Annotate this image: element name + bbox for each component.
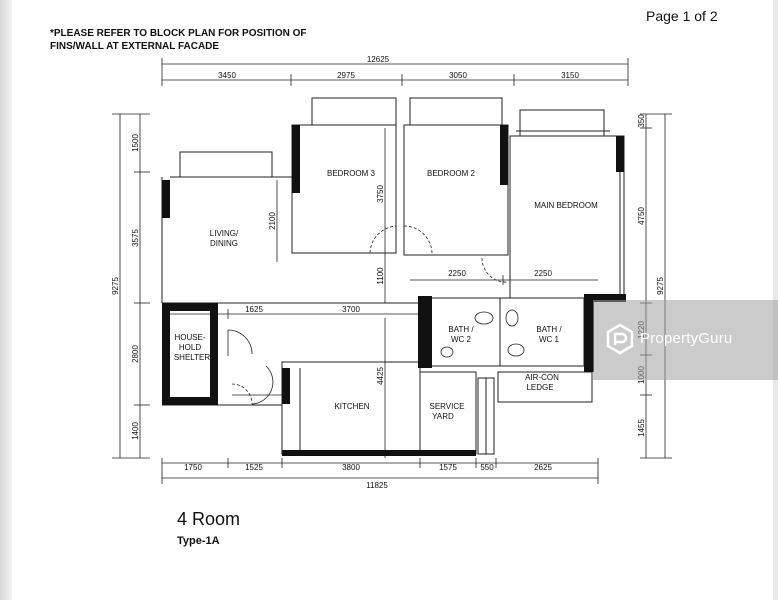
label-main-bedroom: MAIN BEDROOM bbox=[534, 201, 598, 210]
label-bedroom3: BEDROOM 3 bbox=[327, 169, 376, 178]
dim-bottom-3: 3800 bbox=[342, 463, 360, 472]
structural-walls bbox=[162, 125, 626, 456]
label-aircon-line2: LEDGE bbox=[526, 383, 553, 392]
label-service-line2: YARD bbox=[432, 412, 454, 421]
door-swings bbox=[231, 225, 509, 405]
dim-bottom-5: 550 bbox=[480, 463, 494, 472]
dim-top-4: 3150 bbox=[561, 71, 579, 80]
label-bath2-line2: WC 2 bbox=[451, 335, 472, 344]
label-shelter-line3: SHELTER bbox=[174, 353, 211, 362]
dimension-lines bbox=[112, 58, 672, 484]
dim-top-3: 3050 bbox=[449, 71, 467, 80]
dim-right-5: 1455 bbox=[637, 419, 646, 437]
dim-left-4: 1400 bbox=[131, 422, 140, 440]
label-shelter-line2: HOLD bbox=[179, 343, 201, 352]
dim-bottom-2: 1525 bbox=[245, 463, 263, 472]
dim-top-total: 12625 bbox=[367, 55, 390, 64]
dim-left-3: 2800 bbox=[131, 345, 140, 363]
unit-title: 4 Room bbox=[177, 509, 241, 529]
label-living-line1: LIVING/ bbox=[210, 229, 239, 238]
dim-left-2: 3575 bbox=[131, 229, 140, 247]
dim-bottom-6: 2625 bbox=[534, 463, 552, 472]
dim-inner-1100: 1100 bbox=[376, 267, 385, 285]
dimension-labels: 12625 3450 2975 3050 3150 1750 1525 3800… bbox=[111, 55, 665, 490]
label-aircon-line1: AIR-CON bbox=[525, 373, 559, 382]
label-living-line2: DINING bbox=[210, 239, 238, 248]
dim-bottom-1: 1750 bbox=[184, 463, 202, 472]
bathroom-fixtures bbox=[440, 309, 525, 358]
dim-bottom-total: 11825 bbox=[366, 481, 388, 490]
page-indicator: Page 1 of 2 bbox=[646, 8, 718, 24]
facade-note: *PLEASE REFER TO BLOCK PLAN FOR POSITION… bbox=[50, 27, 307, 53]
label-shelter-line1: HOUSE- bbox=[174, 333, 205, 342]
label-bath1-line2: WC 1 bbox=[539, 335, 560, 344]
dim-right-total: 9275 bbox=[656, 277, 665, 295]
facade-note-line2: FINS/WALL AT EXTERNAL FACADE bbox=[50, 41, 220, 52]
dim-left-1: 1500 bbox=[131, 134, 140, 152]
dim-bottom-4: 1575 bbox=[439, 463, 457, 472]
dim-inner-2250b: 2250 bbox=[534, 269, 552, 278]
dim-inner-2100: 2100 bbox=[268, 212, 277, 230]
left-edge-shadow bbox=[0, 0, 12, 600]
door-leaves bbox=[227, 226, 405, 405]
label-service-line1: SERVICE bbox=[430, 402, 465, 411]
label-bath1-line1: BATH / bbox=[536, 325, 562, 334]
dim-left-total: 9275 bbox=[111, 277, 120, 295]
dim-inner-1625: 1625 bbox=[245, 305, 263, 314]
dim-top-2: 2975 bbox=[337, 71, 355, 80]
watermark-text: PropertyGuru bbox=[640, 330, 733, 347]
facade-note-line1: *PLEASE REFER TO BLOCK PLAN FOR POSITION… bbox=[50, 28, 307, 39]
label-kitchen: KITCHEN bbox=[334, 402, 369, 411]
dim-inner-3700: 3700 bbox=[342, 305, 360, 314]
label-bedroom2: BEDROOM 2 bbox=[427, 169, 476, 178]
wall-outlines bbox=[161, 97, 625, 455]
room-labels: BEDROOM 3 BEDROOM 2 MAIN BEDROOM LIVING/… bbox=[174, 169, 598, 421]
dim-right-2: 4750 bbox=[637, 207, 646, 225]
unit-type: Type-1A bbox=[177, 535, 220, 547]
dim-inner-4425: 4425 bbox=[376, 367, 385, 385]
dim-inner-3750: 3750 bbox=[376, 185, 385, 203]
watermark-band bbox=[593, 300, 778, 380]
label-bath2-line1: BATH / bbox=[448, 325, 474, 334]
dim-right-1: 350 bbox=[637, 114, 646, 128]
dim-top-1: 3450 bbox=[218, 71, 236, 80]
propertyguru-logo-icon bbox=[606, 323, 634, 355]
dim-inner-2250a: 2250 bbox=[448, 269, 466, 278]
